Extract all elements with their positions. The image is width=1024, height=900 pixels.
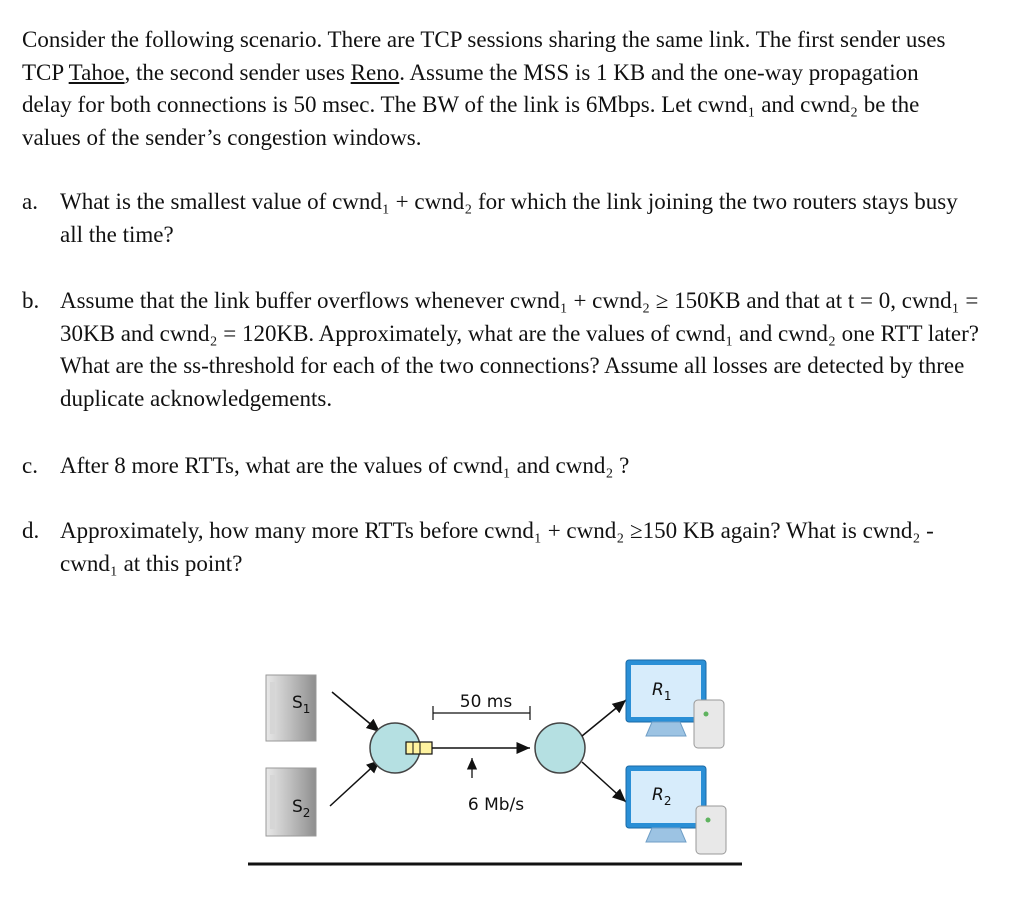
problem-intro: Consider the following scenario. There a…: [22, 24, 972, 154]
intro-text-2: , the second sender uses: [124, 59, 351, 85]
question-text: Assume that the link buffer overflows wh…: [60, 288, 980, 411]
delay-annotation: 50 ms: [432, 692, 531, 720]
receiver-r2: R2: [625, 765, 727, 855]
router-to-r1-arrow: [581, 699, 627, 737]
monitor-screen: [631, 771, 701, 823]
s2-to-router-arrow: [329, 759, 381, 807]
network-diagram: S1 S2 50 ms 6 Mb/s R1: [248, 659, 742, 866]
r1-label: R1: [652, 680, 671, 703]
intro-text-1: Consider the following scenario. There a…: [22, 27, 946, 85]
pc-tower-icon: [695, 805, 727, 855]
server-slot: [270, 682, 275, 734]
server-slot: [270, 775, 275, 829]
question-text: After 8 more RTTs, what are the values o…: [60, 453, 630, 478]
question-label: a.: [22, 189, 38, 214]
question-d: d. Approximately, how many more RTTs bef…: [22, 515, 982, 580]
link-buffer: [405, 741, 433, 755]
r2-label: R2: [652, 785, 671, 808]
s2-label: S2: [292, 797, 310, 820]
delay-label: 50 ms: [460, 692, 513, 712]
intro-reno: Reno: [350, 59, 400, 85]
intro-tahoe: Tahoe: [68, 59, 125, 85]
monitor-stand: [645, 721, 687, 737]
pc-tower-icon: [693, 699, 725, 749]
bandwidth-label: 6 Mb/s: [468, 795, 524, 815]
s1-to-router-arrow: [331, 691, 381, 733]
question-label: c.: [22, 453, 38, 478]
server-s1: S1: [265, 674, 317, 742]
question-text: What is the smallest value of cwnd₁ + cw…: [60, 189, 958, 247]
monitor-stand: [645, 827, 687, 843]
monitor-screen: [631, 665, 701, 717]
question-text: Approximately, how many more RTTs before…: [60, 518, 934, 576]
s1-label: S1: [292, 693, 310, 716]
router-right: [534, 722, 586, 774]
receiver-r1: R1: [625, 659, 725, 749]
question-label: b.: [22, 288, 40, 313]
question-label: d.: [22, 518, 40, 543]
server-s2: S2: [265, 767, 317, 837]
intro-text-3: . Assume the MSS is 1 KB and the one-way…: [22, 59, 920, 150]
question-b: b. Assume that the link buffer overflows…: [22, 285, 982, 415]
question-a: a. What is the smallest value of cwnd₁ +…: [22, 186, 982, 251]
router-to-r2-arrow: [581, 761, 627, 803]
question-c: c. After 8 more RTTs, what are the value…: [22, 450, 982, 483]
